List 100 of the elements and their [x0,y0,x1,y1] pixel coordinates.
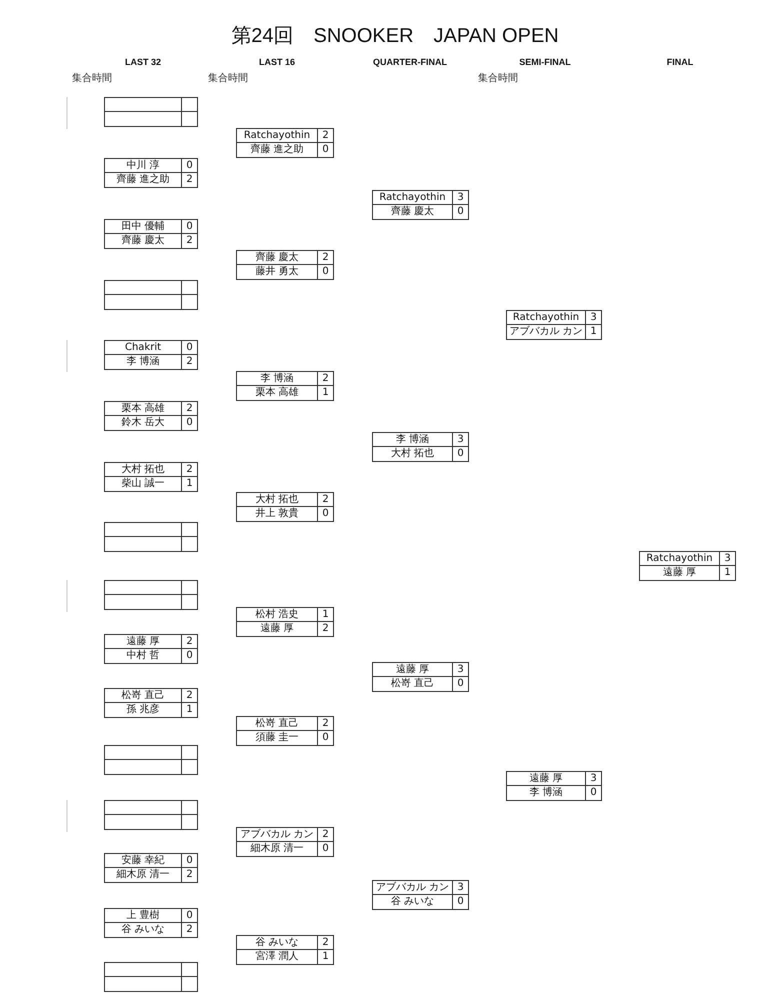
player-name: 遠藤 厚 [640,566,720,580]
player-name: アブバカル カン [373,881,453,895]
score: 0 [321,731,330,745]
empty-match-table [104,745,198,775]
meeting-time-label: 集合時間 [208,72,248,85]
score: 0 [456,205,465,219]
player-name: 齊藤 慶太 [373,205,453,219]
match-table [236,492,334,522]
score: 2 [318,828,333,842]
player-name: 細木原 清一 [105,868,182,882]
player-name: 井上 敦貴 [237,507,318,521]
player-name: 齊藤 進之助 [105,173,182,187]
match-table [372,190,469,220]
score: 2 [185,868,194,882]
match-table [372,662,469,692]
score: 0 [456,447,465,461]
player-name: 藤井 勇太 [237,265,318,279]
player-name: Chakrit [105,341,182,355]
player-name: 安藤 幸紀 [105,854,182,868]
player-name: 須藤 圭一 [237,731,318,745]
score: 1 [723,566,732,580]
score: 0 [182,220,197,234]
score: 2 [185,234,194,248]
player-name: 遠藤 厚 [507,772,586,786]
player-name: 遠藤 厚 [373,663,453,677]
player-name: 宮澤 潤人 [237,950,318,964]
score: 3 [586,772,601,786]
score: 2 [321,622,330,636]
score: 3 [453,881,468,895]
title: 第24回 SNOOKER JAPAN OPEN [231,24,559,49]
score: 2 [318,493,333,507]
score: 2 [318,251,333,265]
player-name: 齊藤 進之助 [237,143,318,157]
score: 2 [318,372,333,386]
match-table [236,827,334,857]
player-name: 松村 浩史 [237,608,318,622]
match-table [104,340,198,370]
score: 1 [589,325,598,339]
match-table [372,880,469,910]
player-name: 大村 拓也 [105,463,182,477]
match-table [104,219,198,249]
match-table [104,401,198,431]
meeting-time-label: 集合時間 [72,72,112,85]
player-name: 中川 淳 [105,159,182,173]
match-table [236,250,334,280]
score: 0 [321,143,330,157]
player-name: 松嵜 直己 [105,689,182,703]
score: 0 [182,341,197,355]
score: 2 [185,923,194,937]
empty-match-table [104,580,198,610]
player-name: 遠藤 厚 [105,635,182,649]
score: 0 [456,895,465,909]
score: 2 [185,173,194,187]
meeting-time-label: 集合時間 [478,72,518,85]
player-name: 李 博涵 [373,433,453,447]
player-name: 中村 哲 [105,649,182,663]
score: 0 [182,909,197,923]
match-table [639,551,736,581]
match-table [236,607,334,637]
player-name: Ratchayothin [237,129,318,143]
player-name: 齊藤 慶太 [237,251,318,265]
match-table [236,128,334,158]
empty-match-table [104,962,198,992]
score: 0 [456,677,465,691]
match-table [104,853,198,883]
score: 2 [318,717,333,731]
match-table [104,688,198,718]
match-table [236,935,334,965]
score: 0 [182,159,197,173]
score: 2 [182,463,197,477]
player-name: アブバカル カン [507,325,586,339]
column-header: FINAL [666,57,694,67]
score: 3 [453,433,468,447]
player-name: 齊藤 慶太 [105,234,182,248]
empty-match-table [104,280,198,310]
player-name: 谷 みいな [373,895,453,909]
match-table [506,771,602,801]
score: 1 [185,477,194,491]
score: 0 [185,416,194,430]
column-header: SEMI-FINAL [519,57,571,67]
player-name: 李 博涵 [507,786,586,800]
score: 0 [589,786,598,800]
score: 3 [586,311,601,325]
match-table [372,432,469,462]
score: 2 [185,355,194,369]
player-name: 李 博涵 [237,372,318,386]
player-name: 李 博涵 [105,355,182,369]
player-name: 細木原 清一 [237,842,318,856]
score: 2 [182,689,197,703]
score: 0 [185,649,194,663]
player-name: 鈴木 岳大 [105,416,182,430]
player-name: 谷 みいな [105,923,182,937]
player-name: 遠藤 厚 [237,622,318,636]
score: 3 [453,191,468,205]
player-name: 大村 拓也 [373,447,453,461]
empty-match-table [104,522,198,552]
score: 1 [321,950,330,964]
match-table [104,462,198,492]
match-table [236,371,334,401]
player-name: 松嵜 直己 [237,717,318,731]
